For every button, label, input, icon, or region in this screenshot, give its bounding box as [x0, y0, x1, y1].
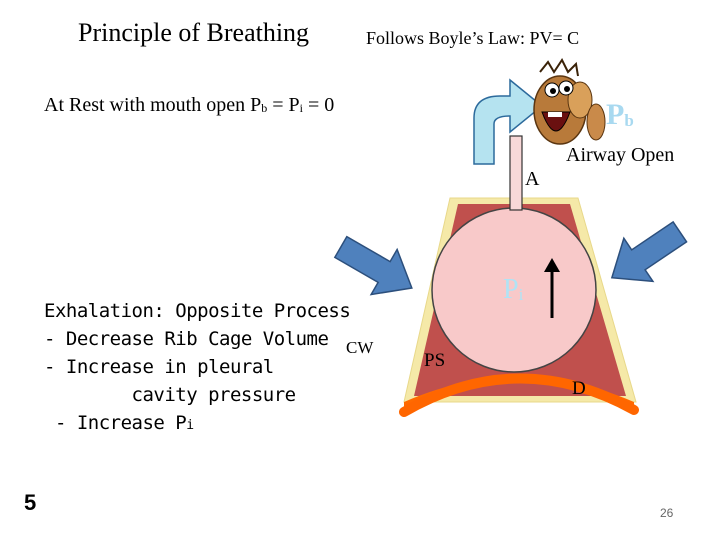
label-airway-open: Airway Open	[566, 144, 674, 167]
label-pb: Pb	[606, 98, 634, 132]
label-cw: CW	[346, 338, 373, 358]
label-ps: PS	[424, 350, 445, 372]
curved-airflow-arrow	[474, 80, 542, 164]
exhalation-line: - Increase in pleural	[44, 353, 350, 381]
page-number: 26	[660, 506, 673, 520]
exhalation-line: cavity pressure	[44, 381, 350, 409]
cartoon-face-icon	[534, 60, 605, 144]
exhalation-heading: Exhalation: Opposite Process	[44, 297, 350, 325]
boyle-law-note: Follows Boyle’s Law: PV= C	[366, 28, 579, 49]
airway-tube	[510, 136, 522, 210]
label-pi: Pi	[503, 274, 523, 306]
label-d: D	[572, 378, 586, 400]
exhalation-text-block: Exhalation: Opposite Process - Decrease …	[44, 297, 350, 440]
rest-condition-text: At Rest with mouth open Pb = Pi = 0	[44, 94, 334, 117]
page-title: Principle of Breathing	[78, 18, 309, 48]
slide-number: 5	[24, 490, 36, 516]
label-a: A	[525, 168, 539, 191]
exhalation-line: - Decrease Rib Cage Volume	[44, 325, 350, 353]
right-compression-arrow	[597, 210, 694, 299]
exhalation-line: - Increase Pi	[44, 409, 350, 440]
